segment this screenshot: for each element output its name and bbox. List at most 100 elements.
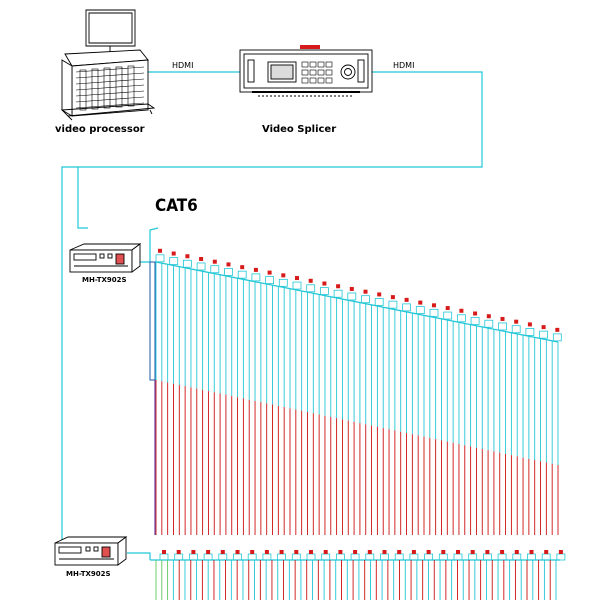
upper-connector-cap bbox=[295, 276, 299, 281]
lower-connector-cap bbox=[191, 550, 196, 554]
upper-connector-cap bbox=[349, 286, 354, 291]
cat6-output-cable-2 bbox=[127, 552, 151, 560]
upper-connector-box bbox=[429, 308, 439, 317]
lower-connector-cap bbox=[426, 550, 431, 554]
upper-connector-cap bbox=[267, 270, 272, 275]
lower-connector-box bbox=[527, 553, 536, 561]
upper-connector-cap bbox=[158, 248, 162, 253]
upper-connector-box bbox=[415, 306, 425, 314]
hdmi-cable-2 bbox=[61, 71, 483, 546]
upper-connector-box bbox=[525, 328, 535, 336]
lower-connector-cap bbox=[206, 550, 211, 554]
lower-connector-box bbox=[380, 553, 389, 561]
upper-connector-cap bbox=[377, 292, 382, 297]
hdmi-label-2: HDMI bbox=[393, 61, 414, 70]
upper-connector-cap bbox=[418, 300, 423, 305]
upper-connector-cap bbox=[185, 254, 190, 259]
lower-connector-cap bbox=[456, 550, 460, 554]
lower-connector-cap bbox=[558, 550, 563, 554]
lower-connector-box bbox=[556, 553, 566, 561]
lower-connector-box bbox=[321, 553, 331, 561]
upper-connector-box bbox=[265, 276, 275, 285]
lower-connector-box bbox=[277, 553, 287, 561]
upper-connector-cap bbox=[555, 327, 560, 332]
lower-connector-cap bbox=[176, 550, 181, 554]
upper-connector-box bbox=[292, 281, 302, 290]
upper-connector-cap bbox=[199, 256, 204, 261]
lower-connector-cap bbox=[264, 550, 269, 554]
upper-connector-box bbox=[278, 278, 288, 287]
upper-connector-box bbox=[552, 333, 562, 342]
lower-connector-box bbox=[174, 553, 184, 561]
lower-connector-cap bbox=[500, 550, 505, 554]
lower-connector-cap bbox=[338, 550, 343, 554]
upper-connector-cap bbox=[336, 284, 341, 289]
upper-connector-cap bbox=[527, 322, 532, 327]
upper-connector-box bbox=[251, 273, 261, 282]
lower-connector-box bbox=[438, 553, 448, 561]
lower-connector-box bbox=[188, 553, 198, 561]
lower-connector-box bbox=[350, 553, 360, 561]
upper-connector-box bbox=[511, 325, 521, 334]
upper-connector-box bbox=[361, 295, 370, 304]
lower-connector-box bbox=[497, 553, 507, 561]
upper-connector-cap bbox=[541, 325, 546, 330]
upper-cable-array bbox=[155, 248, 562, 535]
lower-connector-cap bbox=[470, 550, 475, 554]
lower-connector-box bbox=[218, 553, 228, 561]
lower-connector-cap bbox=[382, 550, 387, 554]
upper-connector-cap bbox=[322, 281, 327, 286]
transmitter-2 bbox=[54, 536, 128, 566]
lower-connector-cap bbox=[485, 550, 490, 554]
cat6-output-cable bbox=[133, 227, 159, 263]
upper-connector-box bbox=[224, 268, 233, 276]
lower-connector-cap bbox=[309, 550, 313, 554]
upper-connector-box bbox=[388, 300, 398, 309]
lower-connector-box bbox=[291, 553, 301, 561]
upper-connector-cap bbox=[212, 259, 217, 264]
upper-connector-cap bbox=[226, 262, 231, 267]
lower-connector-box bbox=[365, 553, 375, 561]
upper-connector-cap bbox=[500, 316, 505, 321]
lower-connector-box bbox=[394, 553, 404, 561]
upper-connector-cap bbox=[486, 314, 491, 319]
upper-connector-box bbox=[498, 322, 507, 331]
lower-connector-box bbox=[159, 553, 169, 561]
upper-connector-box bbox=[402, 303, 412, 312]
lower-connector-box bbox=[512, 553, 522, 561]
lower-connector-cap bbox=[367, 550, 372, 554]
lower-connector-box bbox=[424, 553, 434, 561]
lower-connector-box bbox=[468, 553, 478, 561]
upper-connector-cap bbox=[171, 251, 176, 256]
lower-connector-cap bbox=[279, 550, 284, 554]
upper-connector-cap bbox=[390, 295, 395, 300]
upper-connector-cap bbox=[404, 297, 409, 302]
upper-connector-box bbox=[210, 265, 220, 274]
upper-connector-cap bbox=[473, 311, 478, 316]
upper-connector-box bbox=[443, 311, 453, 320]
lower-connector-box bbox=[262, 553, 272, 561]
upper-connector-box bbox=[539, 330, 548, 339]
upper-connector-cap bbox=[363, 289, 368, 294]
transmitter-1 bbox=[69, 243, 142, 273]
lower-connector-box bbox=[247, 553, 257, 561]
upper-connector-box bbox=[484, 319, 494, 328]
processor-label: video processor bbox=[55, 124, 145, 135]
video-splicer bbox=[239, 45, 373, 97]
lower-connector-box bbox=[335, 553, 345, 561]
upper-connector-cap bbox=[308, 278, 313, 283]
lower-connector-box bbox=[203, 553, 213, 561]
upper-connector-box bbox=[456, 314, 466, 323]
transmitter-1-label: MH-TX902S bbox=[82, 276, 127, 284]
upper-connector-box bbox=[182, 259, 192, 268]
lower-connector-box bbox=[482, 553, 492, 561]
upper-connector-cap bbox=[445, 306, 450, 311]
lower-connector-box bbox=[233, 553, 242, 561]
lower-connector-cap bbox=[411, 550, 416, 554]
cat6-feed-cable bbox=[77, 167, 88, 229]
video-processor bbox=[60, 9, 156, 121]
lower-connector-box bbox=[453, 553, 463, 561]
cable-lines bbox=[61, 71, 483, 560]
